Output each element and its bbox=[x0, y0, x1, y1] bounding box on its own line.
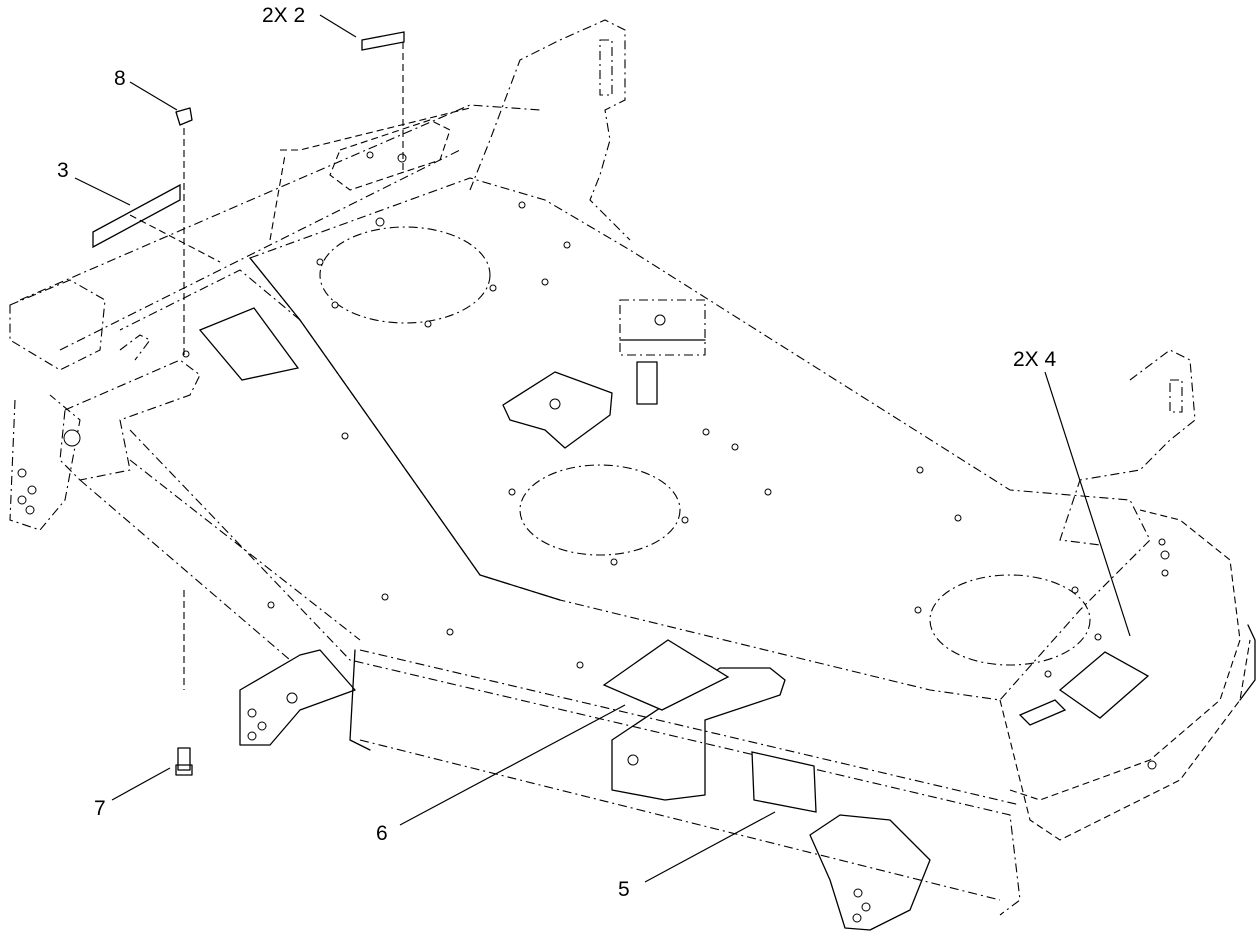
callout-4: 2X 4 bbox=[1013, 348, 1057, 371]
leader-lines bbox=[74, 14, 1131, 883]
spindle-openings bbox=[319, 226, 1091, 666]
callout-6: 6 bbox=[376, 822, 388, 845]
callout-labels: 2X 2 8 3 2X 4 7 6 5 bbox=[57, 4, 1057, 901]
front-right-bracket bbox=[611, 667, 931, 931]
decal-item-3 bbox=[92, 183, 181, 249]
decal-item-6 bbox=[602, 639, 730, 711]
decal-item-2 bbox=[361, 31, 405, 51]
flange-nut-item-8 bbox=[175, 107, 193, 690]
deck-top-plate bbox=[119, 177, 1151, 701]
callout-3: 3 bbox=[57, 159, 69, 182]
rear-deck-decal bbox=[198, 307, 300, 381]
bolt-item-7 bbox=[175, 747, 193, 776]
callout-7: 7 bbox=[94, 797, 106, 820]
deck-front-skirt bbox=[129, 429, 1256, 916]
decal-item-5 bbox=[751, 751, 817, 813]
rear-right-bracket bbox=[469, 19, 631, 241]
right-side-bracket bbox=[1059, 349, 1196, 546]
callout-8: 8 bbox=[114, 67, 126, 90]
callout-2: 2X 2 bbox=[262, 4, 305, 27]
front-left-bracket bbox=[239, 649, 356, 746]
rear-rail bbox=[19, 104, 541, 351]
center-bracket bbox=[502, 299, 706, 449]
left-pivot-arm bbox=[59, 359, 361, 661]
left-side-bracket bbox=[9, 279, 151, 531]
callout-5: 5 bbox=[618, 878, 630, 901]
decal-item-4 bbox=[1018, 651, 1150, 726]
deck-holes bbox=[182, 151, 1170, 770]
